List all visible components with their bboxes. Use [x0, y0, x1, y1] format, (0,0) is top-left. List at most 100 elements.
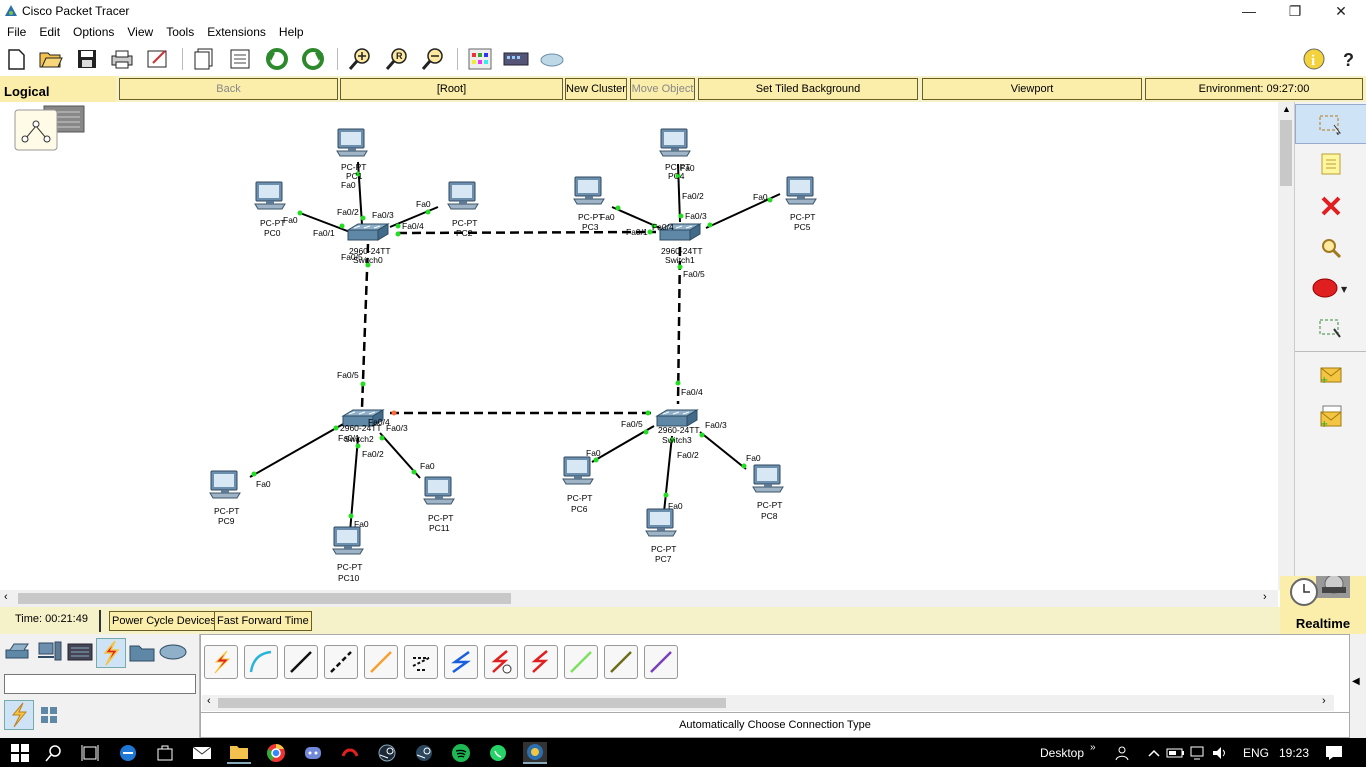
menu-extensions[interactable]: Extensions [207, 25, 266, 39]
vertical-scroll-thumb[interactable] [1280, 120, 1292, 186]
menu-tools[interactable]: Tools [166, 25, 195, 39]
menu-file[interactable]: File [7, 25, 27, 39]
switch3-device[interactable] [656, 409, 698, 427]
new-file-icon[interactable] [3, 47, 29, 71]
steam-alt-icon[interactable] [412, 742, 436, 764]
toolbar-expand-icon[interactable]: » [1090, 742, 1096, 753]
tiled-background-button[interactable]: Set Tiled Background [698, 78, 918, 100]
realtime-clock-icon[interactable] [1282, 576, 1366, 616]
menu-help[interactable]: Help [278, 25, 304, 39]
grid-view-icon[interactable] [40, 706, 58, 727]
redo-icon[interactable] [300, 47, 326, 71]
minimize-button[interactable]: — [1242, 3, 1256, 19]
print-icon[interactable] [109, 47, 135, 71]
steam-icon[interactable] [375, 742, 399, 764]
palette-icon[interactable] [467, 47, 493, 71]
menu-options[interactable]: Options [73, 25, 115, 39]
phone-cable-icon[interactable] [404, 645, 438, 679]
pc0-device[interactable] [254, 181, 286, 210]
scroll-left-icon[interactable]: ‹ [4, 591, 8, 603]
pc3-device[interactable] [573, 176, 605, 205]
packet-tracer-taskbar-icon[interactable] [523, 742, 547, 764]
connection-types-scrollbar[interactable]: ‹ › [202, 695, 1334, 711]
people-icon[interactable] [1112, 742, 1136, 764]
show-hidden-icons[interactable] [1142, 742, 1166, 764]
horizontal-scrollbar[interactable]: ‹ › [0, 590, 1278, 607]
move-object-button[interactable]: Move Object [630, 78, 695, 100]
draw-ellipse-icon[interactable]: ▼ [1295, 268, 1366, 308]
environment-button[interactable]: Environment: 09:27:00 [1145, 78, 1363, 100]
root-button[interactable]: [Root] [340, 78, 563, 100]
zoom-in-icon[interactable] [347, 47, 373, 71]
notifications-icon[interactable] [1322, 742, 1346, 764]
viewport-button[interactable]: Viewport [922, 78, 1142, 100]
activity-wizard-icon[interactable] [145, 47, 171, 71]
language-indicator[interactable]: ENG [1243, 746, 1270, 760]
open-folder-icon[interactable] [38, 47, 64, 71]
volume-icon[interactable] [1208, 742, 1232, 764]
copper-straight-through-icon[interactable] [284, 645, 318, 679]
copy-icon[interactable] [191, 47, 217, 71]
delete-tool-icon[interactable] [1295, 186, 1366, 226]
pc6-device[interactable] [562, 456, 594, 485]
windows-start-icon[interactable] [8, 742, 32, 764]
collapse-panel-icon[interactable]: ◀ [1352, 676, 1360, 687]
iot-custom-cable-icon[interactable] [604, 645, 638, 679]
inspect-tool-icon[interactable] [1295, 228, 1366, 268]
pc11-device[interactable] [423, 476, 455, 505]
topology-canvas[interactable]: PC-PT PC1 PC-PT PC0 PC-PT PC2 PC-PT PC3 … [0, 102, 1278, 590]
copper-cross-over-icon[interactable] [324, 645, 358, 679]
close-button[interactable]: ✕ [1335, 3, 1347, 19]
scroll-up-icon[interactable]: ▲ [1282, 104, 1291, 114]
network-cloud-icon[interactable] [539, 47, 565, 71]
info-icon[interactable]: i [1301, 47, 1327, 71]
console-cable-icon[interactable] [244, 645, 278, 679]
search-icon[interactable] [42, 742, 66, 764]
vertical-scrollbar[interactable]: ▲ [1278, 102, 1294, 590]
serial-dce-icon[interactable] [484, 645, 518, 679]
store-icon[interactable] [153, 742, 177, 764]
back-button[interactable]: Back [119, 78, 338, 100]
logical-tab[interactable]: Logical [0, 76, 116, 104]
pc5-device[interactable] [785, 176, 817, 205]
components-icon[interactable] [66, 640, 94, 667]
zoom-out-icon[interactable] [420, 47, 446, 71]
connections-category-icon[interactable] [96, 638, 126, 668]
pc10-device[interactable] [332, 526, 364, 555]
scroll-left-icon[interactable]: ‹ [207, 695, 211, 707]
pc1-device[interactable] [336, 128, 368, 157]
network-icon[interactable] [1186, 742, 1210, 764]
switch0-device[interactable] [347, 223, 389, 241]
add-simple-pdu-icon[interactable]: + [1295, 354, 1366, 394]
pc8-device[interactable] [752, 464, 784, 493]
desktop-toolbar-label[interactable]: Desktop [1040, 746, 1085, 760]
menu-view[interactable]: View [127, 25, 154, 39]
menu-edit[interactable]: Edit [39, 25, 61, 39]
add-complex-pdu-icon[interactable]: + [1295, 396, 1366, 436]
game-launcher-icon[interactable] [338, 742, 362, 764]
task-view-icon[interactable] [78, 742, 102, 764]
auto-connection-icon[interactable] [204, 645, 238, 679]
network-devices-icon[interactable] [4, 640, 32, 667]
spotify-icon[interactable] [449, 742, 473, 764]
select-tool-icon[interactable] [1295, 104, 1366, 144]
pc4-device[interactable] [659, 128, 691, 157]
save-icon[interactable] [74, 47, 100, 71]
paste-icon[interactable] [228, 47, 254, 71]
taskbar-clock[interactable]: 19:23 [1279, 746, 1310, 760]
miscellaneous-icon[interactable] [128, 640, 156, 667]
auto-connection-subtype-icon[interactable] [4, 700, 34, 730]
fiber-icon[interactable] [364, 645, 398, 679]
realtime-mode-label[interactable]: Realtime [1295, 616, 1351, 631]
file-explorer-icon[interactable] [227, 742, 251, 764]
scroll-right-icon[interactable]: › [1322, 695, 1326, 707]
new-cluster-button[interactable]: New Cluster [565, 78, 627, 100]
undo-icon[interactable] [264, 47, 290, 71]
edge-browser-icon[interactable] [116, 742, 140, 764]
power-cycle-button[interactable]: Power Cycle Devices [109, 611, 219, 631]
usb-cable-icon[interactable] [644, 645, 678, 679]
horizontal-scroll-thumb[interactable] [18, 593, 511, 604]
connection-scroll-thumb[interactable] [218, 698, 726, 708]
coaxial-cable-icon[interactable] [444, 645, 478, 679]
scroll-right-icon[interactable]: › [1263, 591, 1267, 603]
